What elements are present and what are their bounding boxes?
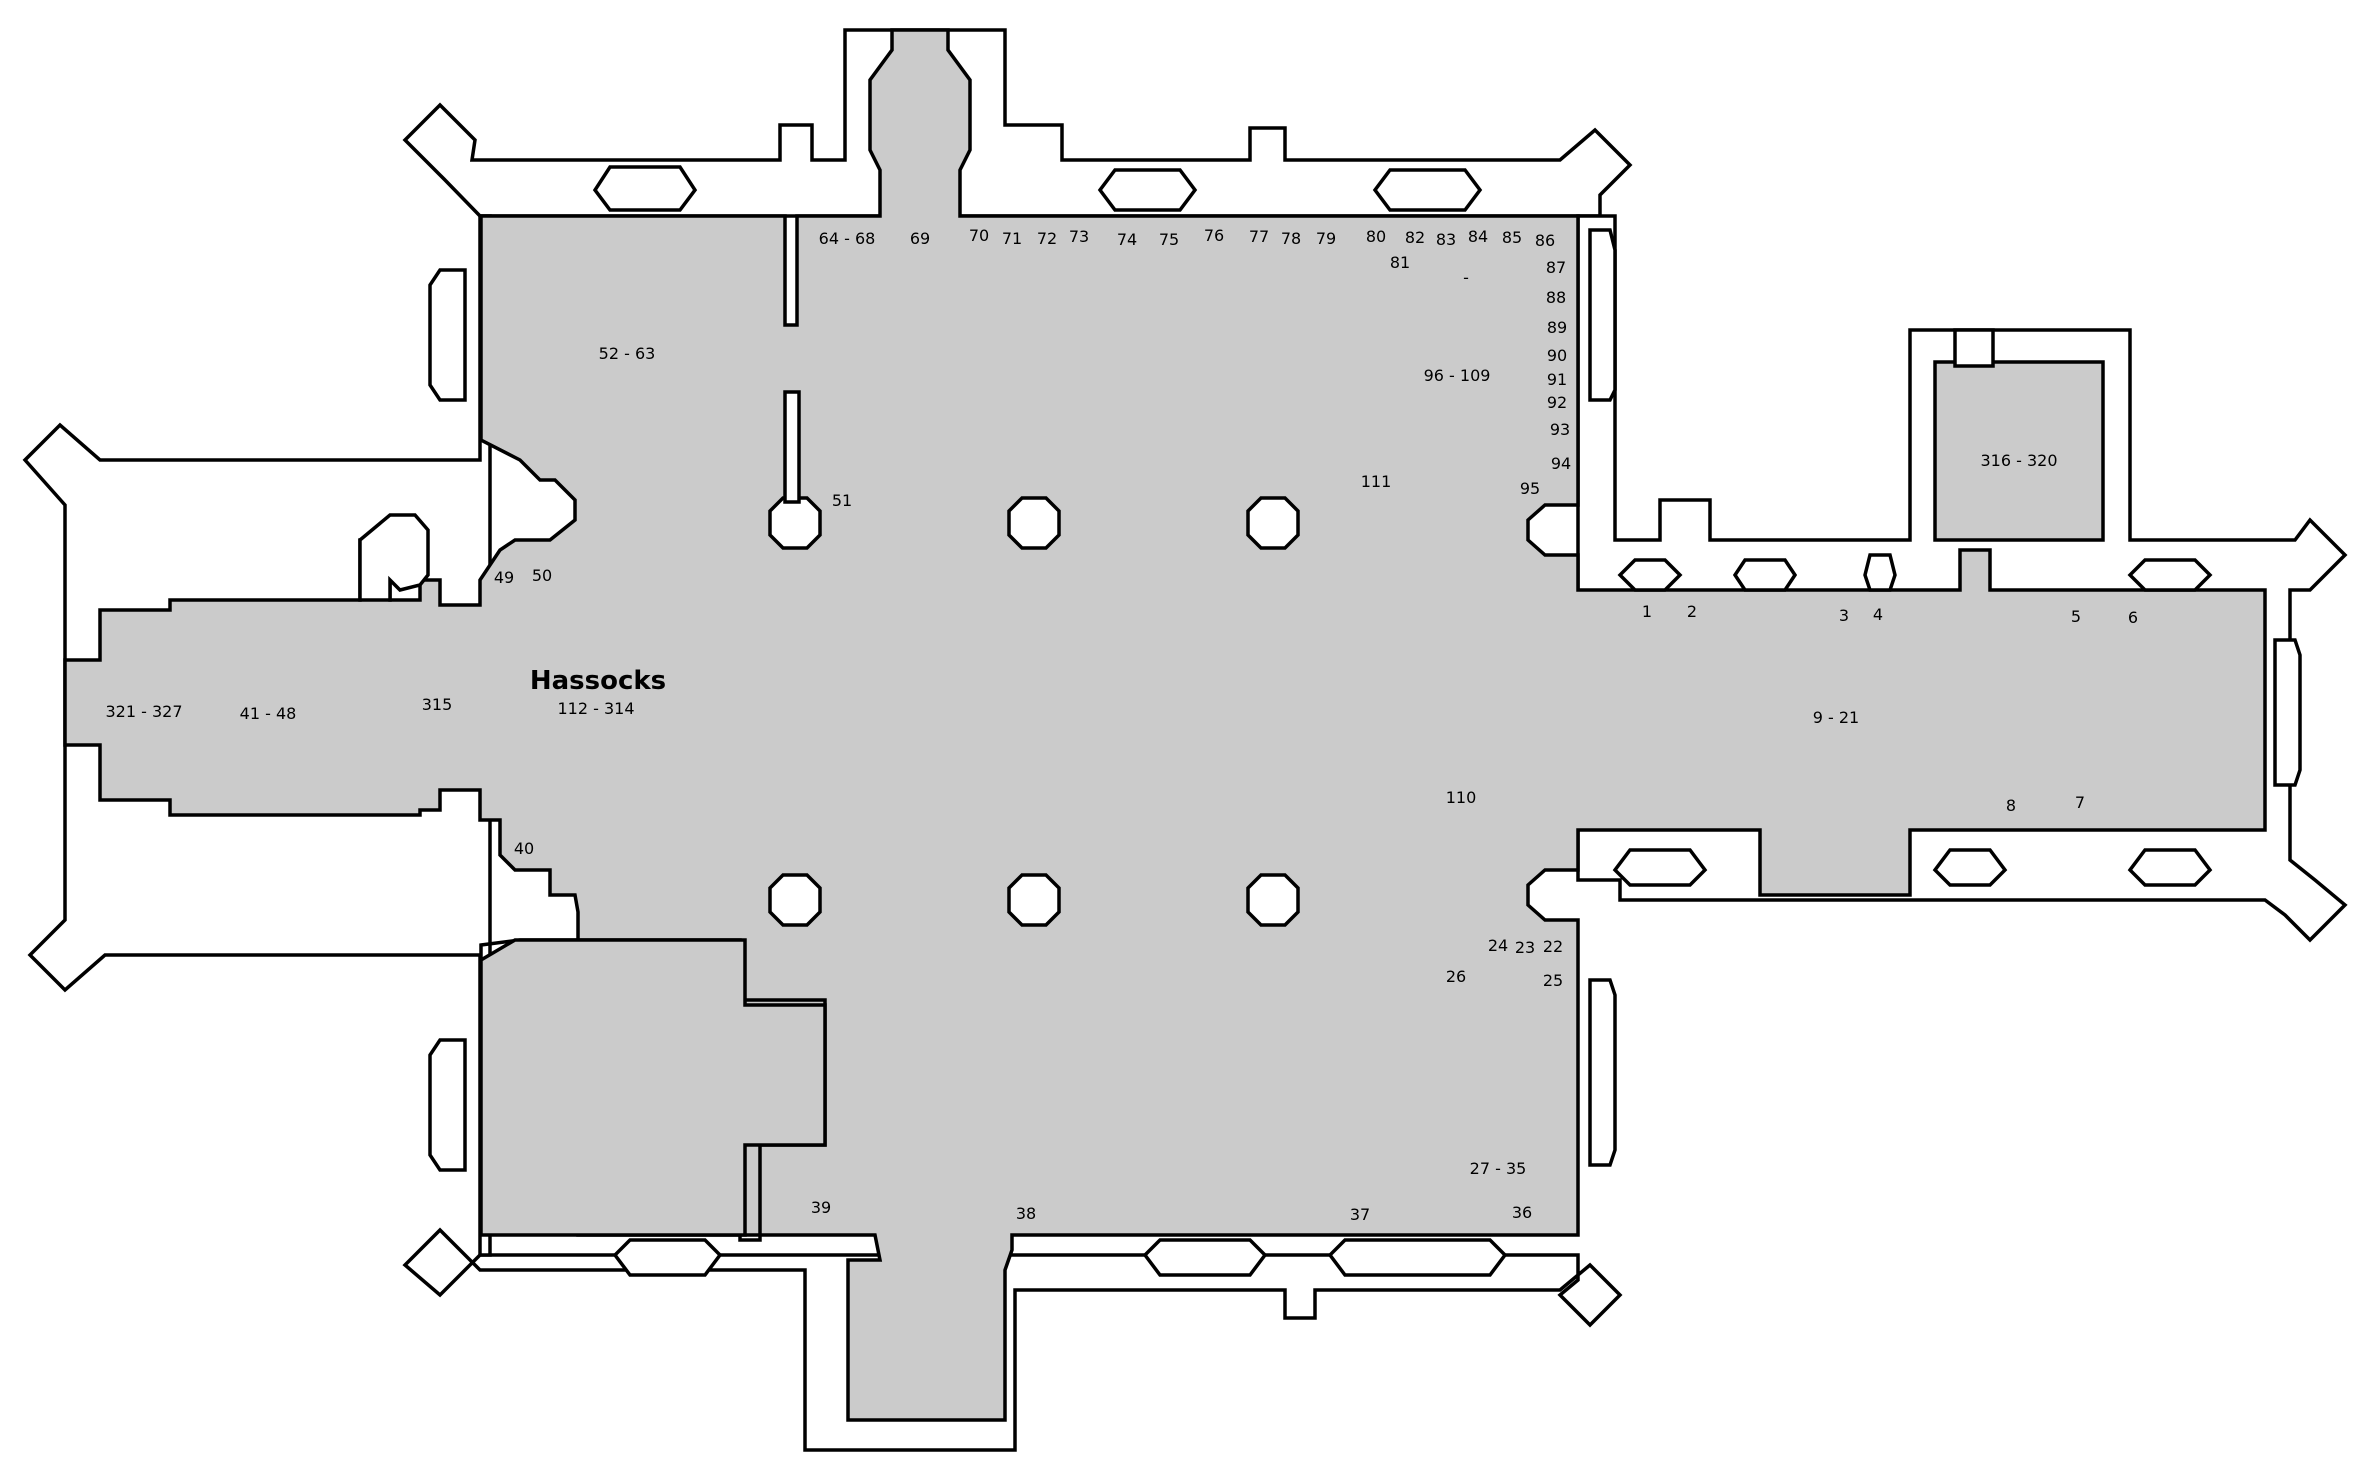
label-78: 78 — [1281, 229, 1301, 248]
label-73: 73 — [1069, 227, 1089, 246]
label-22: 22 — [1543, 937, 1563, 956]
label-1: 1 — [1642, 602, 1652, 621]
label-86: 86 — [1535, 231, 1555, 250]
label-51: 51 — [832, 491, 852, 510]
label-72: 72 — [1037, 229, 1057, 248]
windows — [428, 165, 2302, 1277]
label-26: 26 — [1446, 967, 1466, 986]
piers — [768, 390, 1300, 927]
seat-labels: 64 - 68 69 70 71 72 73 74 75 76 77 78 79… — [105, 226, 2138, 1224]
label-25: 25 — [1543, 971, 1563, 990]
label-82: 82 — [1405, 228, 1425, 247]
label-6: 6 — [2128, 608, 2138, 627]
label-37: 37 — [1350, 1205, 1370, 1224]
label-321-327: 321 - 327 — [105, 702, 182, 721]
label-90: 90 — [1547, 346, 1567, 365]
label-71: 71 — [1002, 229, 1022, 248]
label-75: 75 — [1159, 230, 1179, 249]
label-39: 39 — [811, 1198, 831, 1217]
label-24: 24 — [1488, 936, 1508, 955]
label-83: 83 — [1436, 230, 1456, 249]
label-52-63: 52 - 63 — [599, 344, 656, 363]
label-94: 94 — [1551, 454, 1571, 473]
label-dash: - — [1463, 268, 1469, 287]
label-7: 7 — [2075, 793, 2085, 812]
label-70: 70 — [969, 226, 989, 245]
label-40: 40 — [514, 839, 534, 858]
label-111: 111 — [1361, 472, 1392, 491]
label-81: 81 — [1390, 253, 1410, 272]
label-79: 79 — [1316, 229, 1336, 248]
label-110: 110 — [1446, 788, 1477, 807]
label-85: 85 — [1502, 228, 1522, 247]
label-2: 2 — [1687, 602, 1697, 621]
label-27-35: 27 - 35 — [1470, 1159, 1527, 1178]
label-74: 74 — [1117, 230, 1137, 249]
label-96-109: 96 - 109 — [1424, 366, 1491, 385]
label-38: 38 — [1016, 1204, 1036, 1223]
page-title: Hassocks — [530, 666, 666, 696]
label-316-320: 316 - 320 — [1980, 451, 2057, 470]
label-88: 88 — [1546, 288, 1566, 307]
label-8: 8 — [2006, 796, 2016, 815]
label-89: 89 — [1547, 318, 1567, 337]
label-9-21: 9 - 21 — [1813, 708, 1859, 727]
label-84: 84 — [1468, 227, 1488, 246]
label-36: 36 — [1512, 1203, 1532, 1222]
label-91: 91 — [1547, 370, 1567, 389]
label-3: 3 — [1839, 606, 1849, 625]
label-41-48: 41 - 48 — [240, 704, 297, 723]
label-315: 315 — [422, 695, 453, 714]
label-23: 23 — [1515, 938, 1535, 957]
label-76: 76 — [1204, 226, 1224, 245]
label-112-314: 112 - 314 — [557, 699, 634, 718]
label-95: 95 — [1520, 479, 1540, 498]
label-49: 49 — [494, 568, 514, 587]
label-92: 92 — [1547, 393, 1567, 412]
label-80: 80 — [1366, 227, 1386, 246]
label-69: 69 — [910, 229, 930, 248]
label-4: 4 — [1873, 605, 1883, 624]
label-93: 93 — [1550, 420, 1570, 439]
label-87: 87 — [1546, 258, 1566, 277]
label-64-68: 64 - 68 — [819, 229, 876, 248]
label-50: 50 — [532, 566, 552, 585]
label-77: 77 — [1249, 227, 1269, 246]
label-5: 5 — [2071, 607, 2081, 626]
